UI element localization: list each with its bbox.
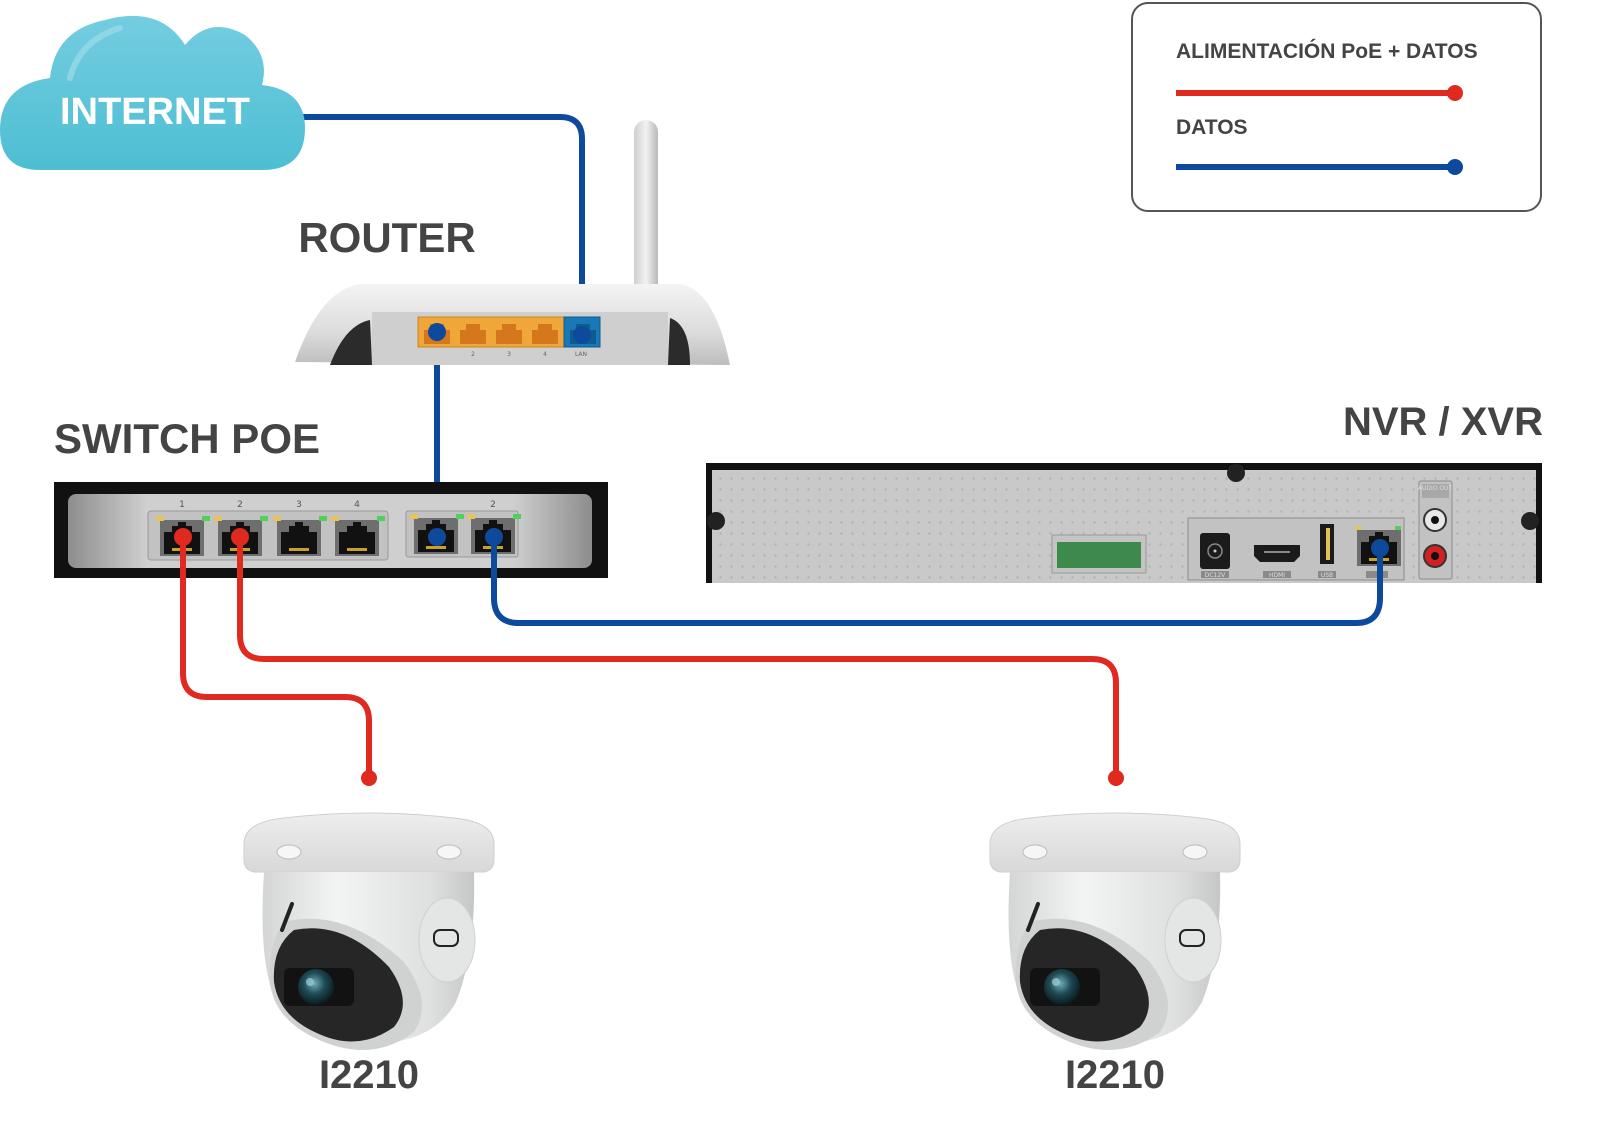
nvr-port-label: DC12V — [1205, 572, 1226, 579]
screw-icon — [1227, 464, 1245, 482]
legend-label-data: DATOS — [1176, 116, 1248, 139]
nvr-dc-port[interactable] — [1200, 533, 1230, 569]
switch-node: SWITCH POE 1 2 3 4 2 — [54, 415, 608, 578]
dome-camera-icon — [989, 812, 1241, 1050]
nvr-port-label: USB — [1321, 572, 1333, 579]
legend-dot-poe — [1447, 85, 1463, 101]
router-port-label: LAN — [575, 351, 587, 358]
switch-label: SWITCH POE — [54, 415, 320, 462]
switch-port-number: 4 — [354, 500, 360, 510]
camera-lens — [1044, 969, 1080, 1005]
switch-poe-port-2[interactable] — [214, 516, 268, 556]
cable-internet-router — [300, 114, 585, 335]
internet-label: INTERNET — [60, 91, 250, 133]
nvr-node: NVR / XVR AUDIO OUT — [706, 400, 1543, 584]
cable-end-camera1 — [361, 770, 377, 786]
screw-icon — [707, 512, 725, 530]
switch-icon — [54, 482, 608, 578]
router-port-4[interactable] — [532, 324, 558, 344]
camera-1-node: I2210 — [243, 812, 495, 1097]
switch-port-number: 1 — [179, 500, 185, 510]
nvr-label: NVR / XVR — [1343, 400, 1543, 444]
router-port-label: 3 — [507, 351, 511, 358]
nvr-audio-out-red[interactable] — [1423, 544, 1447, 568]
legend-box — [1131, 2, 1542, 212]
nvr-audio-out-white[interactable] — [1423, 508, 1447, 532]
legend-dot-data — [1447, 159, 1463, 175]
nvr-lan-port[interactable] — [1355, 526, 1401, 566]
router-port-label: 2 — [471, 351, 475, 358]
cable-switch-nvr — [491, 537, 1383, 626]
switch-uplink-port-1[interactable] — [410, 514, 464, 554]
switch-poe-port-3[interactable] — [273, 516, 327, 556]
router-port-2[interactable] — [460, 324, 486, 344]
router-node: ROUTER 2 3 4 LAN — [295, 120, 730, 365]
switch-port-number: 2 — [490, 500, 496, 510]
nvr-hdmi-port[interactable] — [1254, 545, 1300, 562]
cable-ends-switch — [174, 323, 591, 582]
switch-port-number: 3 — [296, 500, 302, 510]
terminal-block — [1057, 542, 1141, 568]
dome-camera-icon — [243, 812, 495, 1050]
nvr-icon — [706, 463, 1542, 583]
screw-icon — [1521, 512, 1539, 530]
camera-lens — [298, 969, 334, 1005]
legend: ALIMENTACIÓN PoE + DATOS DATOS — [1131, 2, 1542, 212]
switch-poe-port-4[interactable] — [331, 516, 385, 556]
cloud-icon — [0, 15, 305, 171]
nvr-port-label: HDMI — [1269, 572, 1285, 579]
camera-2-node: I2210 — [989, 812, 1241, 1097]
cable-switch-camera2 — [237, 537, 1119, 778]
router-label: ROUTER — [298, 214, 475, 261]
internet-node: INTERNET — [0, 15, 305, 171]
nvr-usb-port[interactable] — [1320, 524, 1334, 564]
camera-1-label: I2210 — [319, 1053, 419, 1097]
cable-end-camera2 — [1108, 770, 1124, 786]
switch-poe-port-1[interactable] — [156, 516, 210, 556]
legend-label-poe: ALIMENTACIÓN PoE + DATOS — [1176, 39, 1478, 63]
switch-uplink-port-2[interactable] — [467, 514, 521, 554]
cable-switch-camera1 — [180, 537, 372, 778]
router-port-label: 4 — [543, 351, 547, 358]
audio-out-label: AUDIO OUT — [1418, 485, 1453, 492]
switch-port-number: 2 — [237, 500, 243, 510]
camera-2-label: I2210 — [1065, 1053, 1165, 1097]
router-port-3[interactable] — [496, 324, 522, 344]
